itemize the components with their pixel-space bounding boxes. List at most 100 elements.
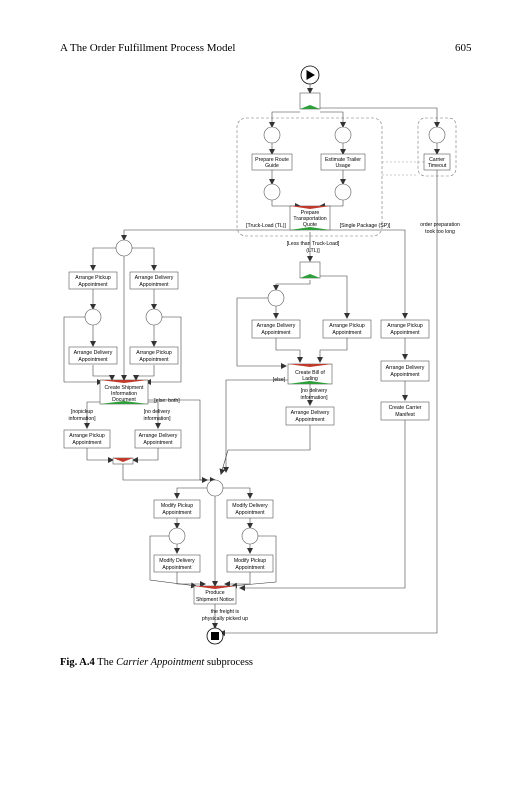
svg-text:Timeout: Timeout xyxy=(428,163,447,169)
svg-text:Arrange Pickup: Arrange Pickup xyxy=(136,350,172,356)
stop-icon xyxy=(211,632,219,640)
svg-text:Information: Information xyxy=(111,391,137,397)
play-icon xyxy=(306,70,315,80)
svg-text:Appointment: Appointment xyxy=(390,372,420,378)
svg-text:Estimate Trailer: Estimate Trailer xyxy=(325,157,361,163)
task-tl-arrange-delivery-3: Arrange Delivery Appointment xyxy=(134,429,182,449)
svg-text:Carrier: Carrier xyxy=(429,157,445,163)
routing-task-start xyxy=(299,92,321,110)
label-order-prep-2: took too long xyxy=(425,229,455,235)
label-ltl-1: [Less than Truck-Load] xyxy=(287,241,340,247)
svg-text:Appointment: Appointment xyxy=(332,330,362,336)
label-nopickup-2: information] xyxy=(68,416,96,422)
svg-text:Appointment: Appointment xyxy=(295,417,325,423)
task-modify-delivery-2: Modify Delivery Appointment xyxy=(153,554,201,573)
svg-text:Arrange Delivery: Arrange Delivery xyxy=(74,350,113,356)
task-ltl-arrange-delivery-2: Arrange Delivery Appointment xyxy=(285,406,335,426)
svg-text:Appointment: Appointment xyxy=(143,440,173,446)
task-modify-delivery: Modify Delivery Appointment xyxy=(226,499,274,519)
svg-text:Arrange Pickup: Arrange Pickup xyxy=(69,433,105,439)
svg-text:Modify Pickup: Modify Pickup xyxy=(161,503,193,509)
svg-text:Appointment: Appointment xyxy=(78,357,108,363)
label-picked-up-2: physically picked up xyxy=(202,616,248,622)
task-estimate-trailer-usage: Estimate Trailer Usage xyxy=(320,153,366,171)
svg-text:Document: Document xyxy=(112,397,136,403)
svg-text:Appointment: Appointment xyxy=(162,510,192,516)
svg-text:Guide: Guide xyxy=(265,163,279,169)
routing-task-ltl xyxy=(299,261,321,279)
svg-text:Usage: Usage xyxy=(336,163,351,169)
svg-text:Modify Pickup: Modify Pickup xyxy=(234,558,266,564)
routing-task-tl-join xyxy=(112,457,134,465)
svg-text:Appointment: Appointment xyxy=(235,510,265,516)
svg-text:Quote: Quote xyxy=(303,222,317,228)
svg-text:Lading: Lading xyxy=(302,376,318,382)
label-picked-up-1: the freight is xyxy=(211,609,240,615)
svg-text:Appointment: Appointment xyxy=(72,440,102,446)
label-single-package: [Single Package (SP)] xyxy=(340,223,391,229)
page-number: 605 xyxy=(455,42,472,54)
svg-text:Appointment: Appointment xyxy=(261,330,291,336)
task-modify-pickup-2: Modify Pickup Appointment xyxy=(226,554,274,573)
running-header-title: A The Order Fulfillment Process Model xyxy=(60,42,236,54)
label-truck-load: [Truck-Load (TL)] xyxy=(246,223,286,229)
task-tl-arrange-delivery-2: Arrange Delivery Appointment xyxy=(68,346,118,365)
svg-text:Shipment Notice: Shipment Notice xyxy=(196,597,234,603)
svg-text:Appointment: Appointment xyxy=(78,282,108,288)
task-produce-shipment-notice: Produce Shipment Notice xyxy=(193,585,237,605)
task-sp-arrange-delivery: Arrange Delivery Appointment xyxy=(380,360,430,382)
label-no-delivery-left-2: information] xyxy=(143,416,171,422)
svg-text:Manifest: Manifest xyxy=(395,412,415,418)
task-tl-arrange-pickup: Arrange Pickup Appointment xyxy=(68,271,118,290)
task-carrier-timeout: Carrier Timeout xyxy=(423,153,451,171)
svg-text:Appointment: Appointment xyxy=(139,282,169,288)
svg-text:Create Carrier: Create Carrier xyxy=(389,405,422,411)
task-modify-pickup: Modify Pickup Appointment xyxy=(153,499,201,519)
label-else: [else] xyxy=(273,377,286,383)
task-create-carrier-manifest: Create Carrier Manifest xyxy=(380,401,430,421)
cancellation-region-main xyxy=(236,117,383,237)
svg-text:Appointment: Appointment xyxy=(390,330,420,336)
svg-text:Appointment: Appointment xyxy=(235,565,265,571)
svg-text:Modify Delivery: Modify Delivery xyxy=(232,503,268,509)
svg-text:Arrange Delivery: Arrange Delivery xyxy=(291,410,330,416)
conditions xyxy=(84,126,446,545)
caption-text-italic: Carrier Appointment xyxy=(116,657,205,668)
svg-text:Arrange Pickup: Arrange Pickup xyxy=(75,275,111,281)
svg-text:Arrange Pickup: Arrange Pickup xyxy=(387,323,423,329)
svg-text:Arrange Pickup: Arrange Pickup xyxy=(329,323,365,329)
timeout-link-lines xyxy=(382,161,425,176)
svg-text:Prepare: Prepare xyxy=(301,210,320,216)
task-create-shipment-information-document: Create Shipment Information Document xyxy=(99,379,149,405)
task-ltl-arrange-pickup: Arrange Pickup Appointment xyxy=(322,319,372,339)
label-ltl-2: (LTL)] xyxy=(306,248,320,254)
label-else-both: [else: both] xyxy=(154,398,180,404)
svg-text:Arrange Delivery: Arrange Delivery xyxy=(257,323,296,329)
task-sp-arrange-pickup: Arrange Pickup Appointment xyxy=(380,319,430,339)
label-nopickup-1: [nopickup xyxy=(71,409,93,415)
task-create-bill-of-lading: Create Bill of Lading xyxy=(287,363,333,385)
task-tl-arrange-pickup-3: Arrange Pickup Appointment xyxy=(63,429,111,449)
svg-text:Arrange Delivery: Arrange Delivery xyxy=(139,433,178,439)
svg-text:Produce: Produce xyxy=(205,590,224,596)
svg-text:Transportation: Transportation xyxy=(293,216,326,222)
svg-text:Appointment: Appointment xyxy=(139,357,169,363)
label-no-delivery-right-2: information] xyxy=(300,395,328,401)
task-tl-arrange-delivery: Arrange Delivery Appointment xyxy=(129,271,179,290)
svg-text:Prepare Route: Prepare Route xyxy=(255,157,289,163)
svg-text:Arrange Delivery: Arrange Delivery xyxy=(386,365,425,371)
caption-text-before: The xyxy=(97,657,117,668)
caption-text-after: subprocess xyxy=(204,657,253,668)
task-tl-arrange-pickup-2: Arrange Pickup Appointment xyxy=(129,346,179,365)
svg-text:Arrange Delivery: Arrange Delivery xyxy=(135,275,174,281)
svg-text:Create Shipment: Create Shipment xyxy=(105,385,144,391)
task-prepare-transportation-quote: Prepare Transportation Quote xyxy=(289,205,331,231)
figure-label: Fig. A.4 xyxy=(60,657,95,668)
flow-edges xyxy=(63,84,440,636)
task-prepare-route-guide: Prepare Route Guide xyxy=(251,153,293,171)
svg-text:Appointment: Appointment xyxy=(162,565,192,571)
task-ltl-arrange-delivery: Arrange Delivery Appointment xyxy=(251,319,301,339)
figure-caption: Fig. A.4 The Carrier Appointment subproc… xyxy=(60,657,253,668)
svg-text:Modify Delivery: Modify Delivery xyxy=(159,558,195,564)
